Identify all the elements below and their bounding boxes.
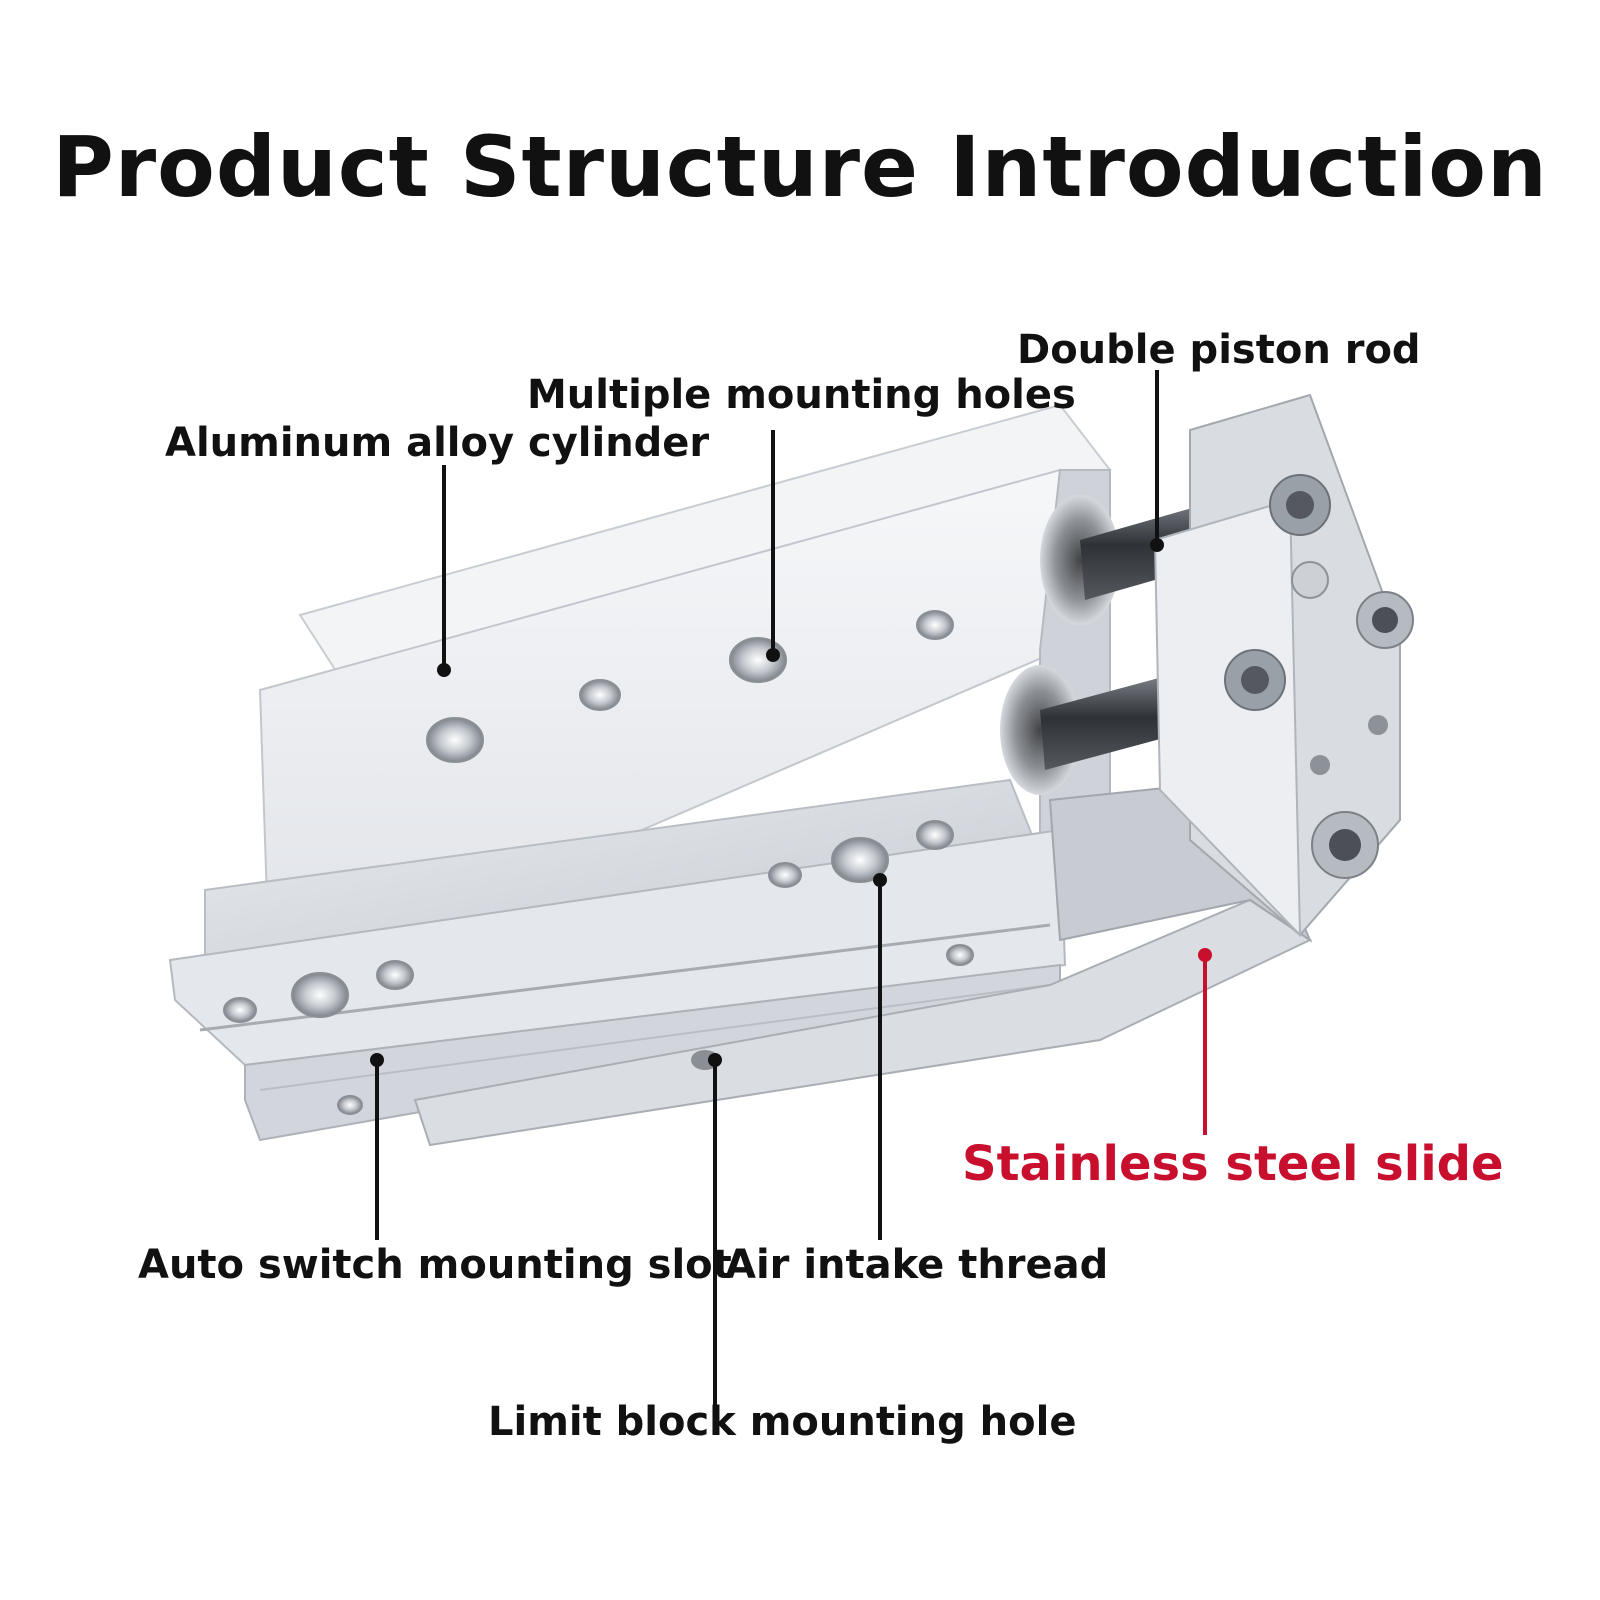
end-plate [1153,393,1414,938]
label-air-intake-thread: Air intake thread [725,1242,1109,1288]
page-title: Product Structure Introduction [52,118,1548,216]
label-multiple-mounting-holes: Multiple mounting holes [527,372,1076,418]
leader-lines [370,370,1212,1410]
cylinder-body [168,403,1112,1142]
label-stainless-steel-slide: Stainless steel slide [962,1136,1504,1192]
piston-rods [1000,495,1225,795]
label-aluminum-alloy-cylinder: Aluminum alloy cylinder [165,420,710,466]
label-double-piston-rod: Double piston rod [1017,327,1421,373]
label-limit-block-mounting-hole: Limit block mounting hole [488,1399,1077,1445]
label-auto-switch-mounting-slot: Auto switch mounting slot [138,1242,732,1288]
